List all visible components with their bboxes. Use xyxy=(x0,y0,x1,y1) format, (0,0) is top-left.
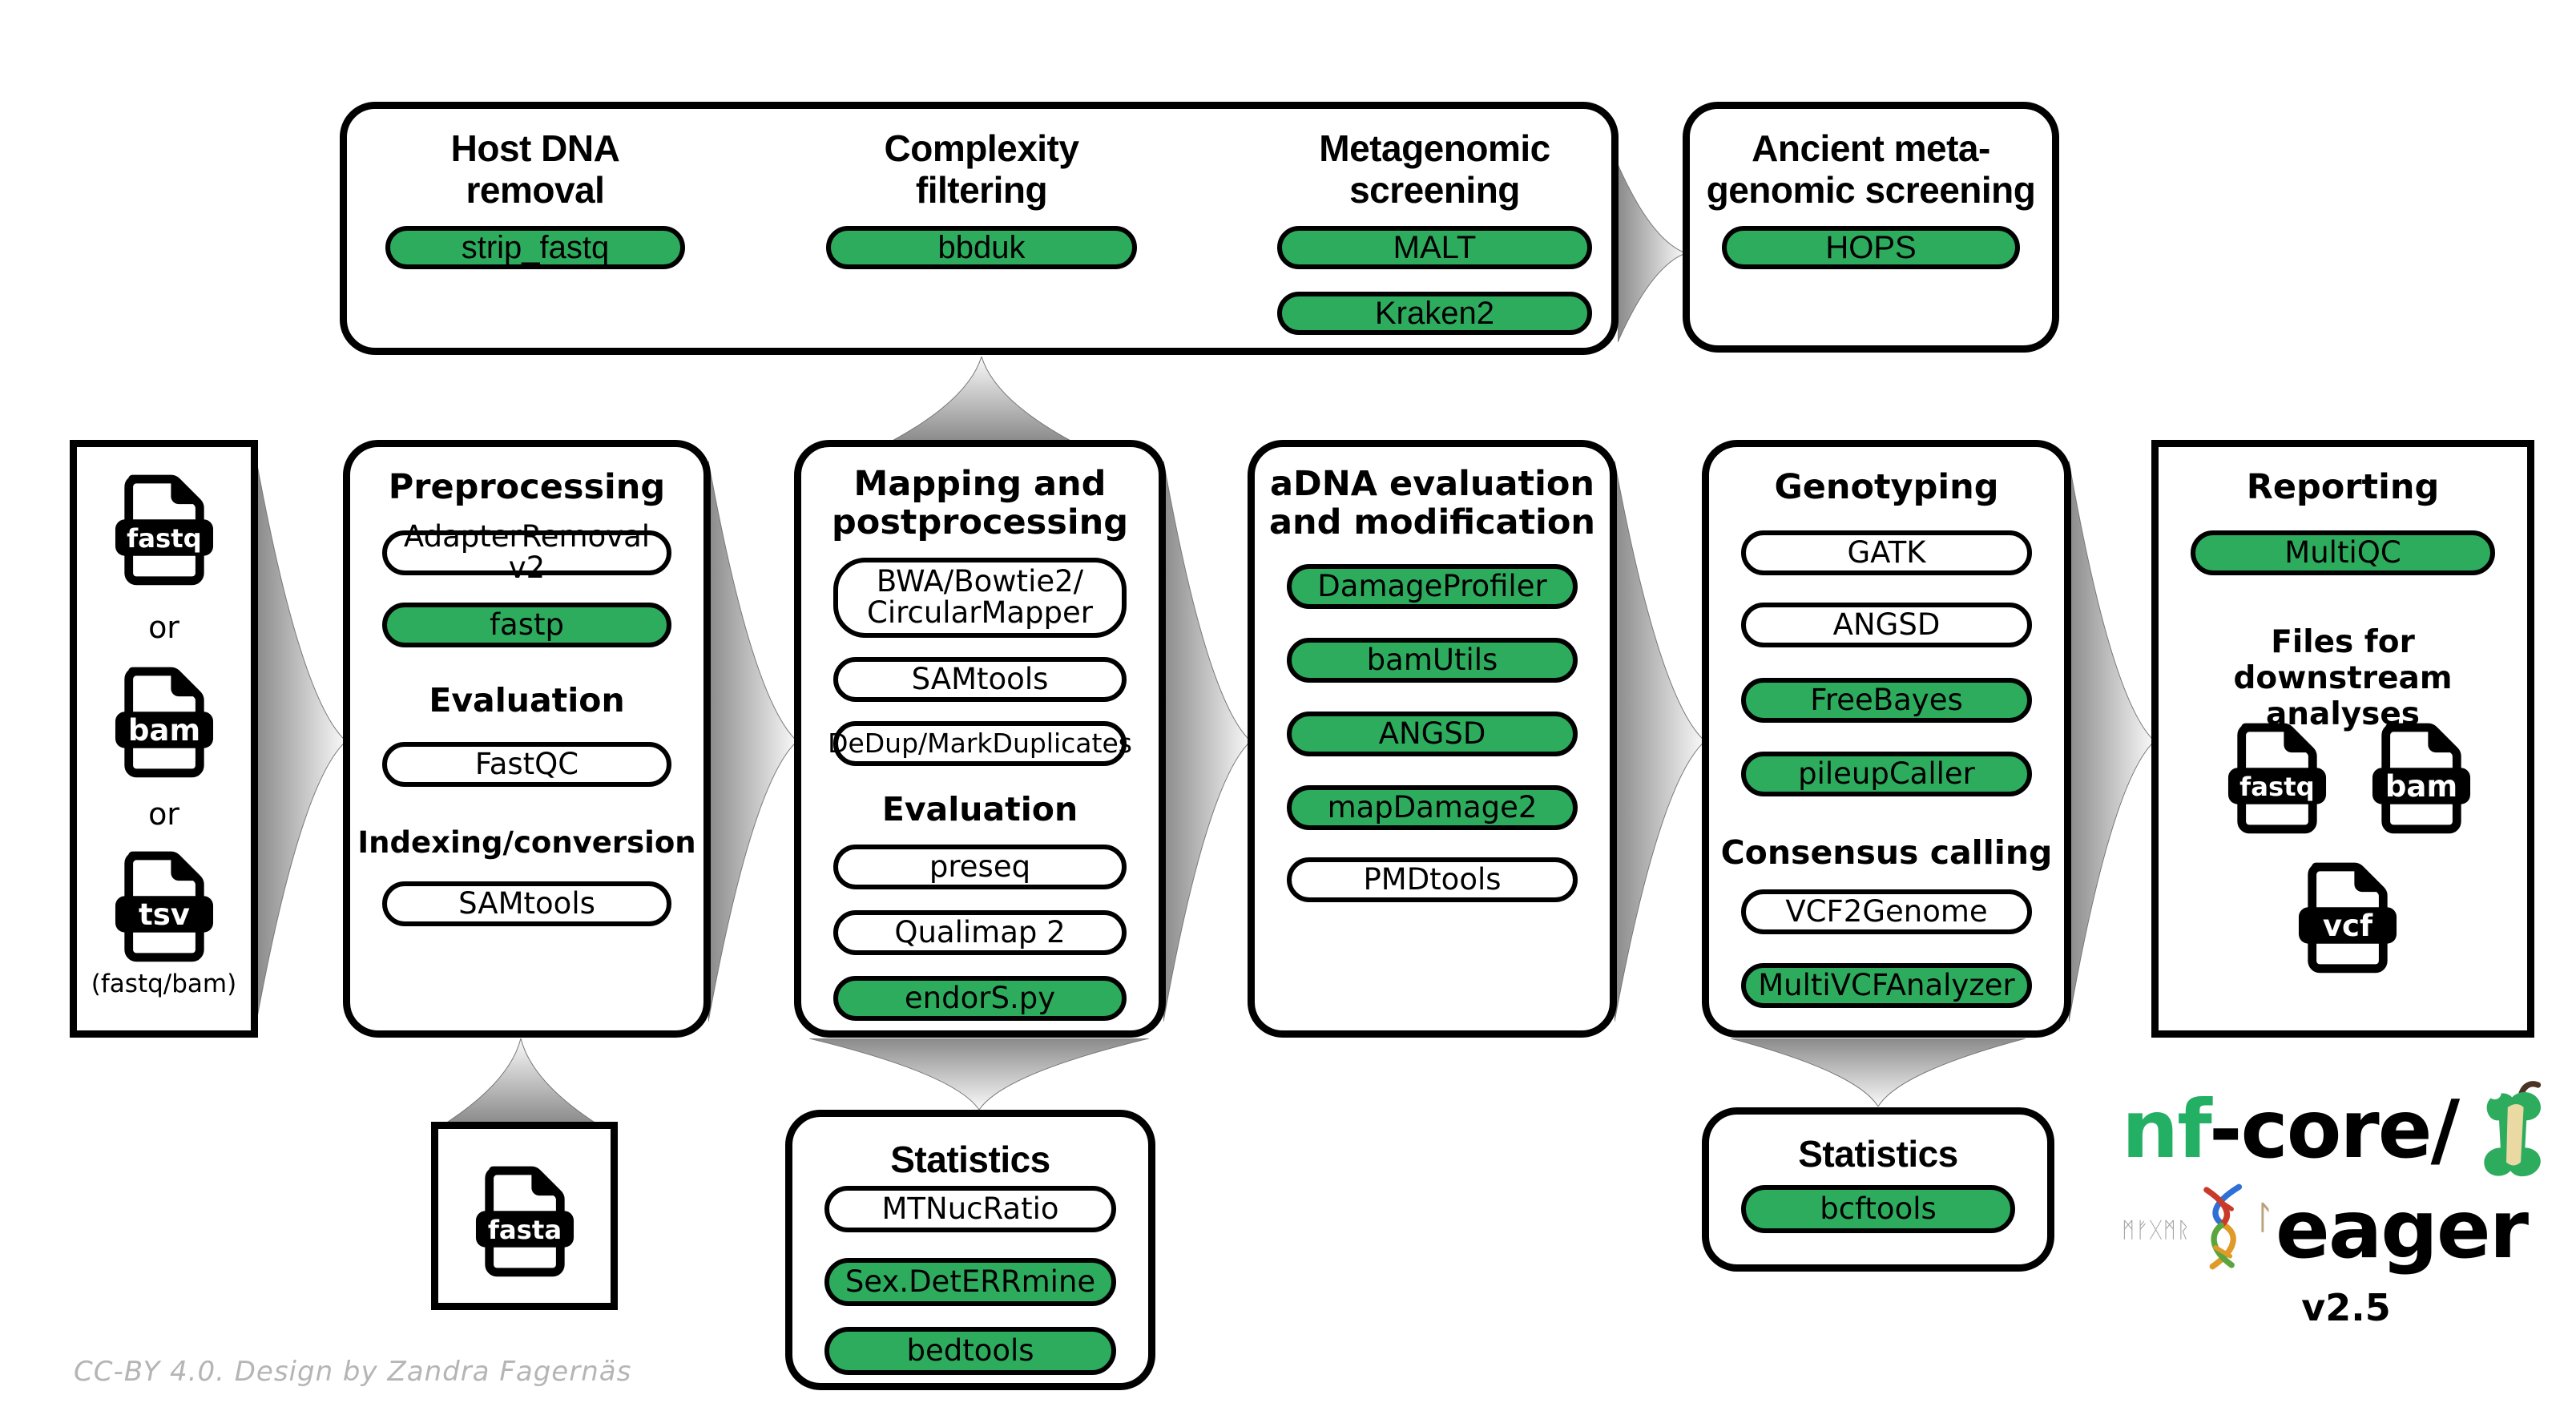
input-files-panel: fastq or bam or tsv (fastq/bam) xyxy=(70,440,258,1038)
host-dna-removal-title: Host DNA removal xyxy=(450,127,620,211)
tool-pill-pmdtools: PMDtools xyxy=(1287,857,1578,902)
tool-pill-vcf2genome: VCF2Genome xyxy=(1741,889,2032,934)
arrow-mapping-to-adna xyxy=(1163,461,1251,1022)
tool-pill-mapdamage2: mapDamage2 xyxy=(1287,785,1578,830)
metagenomic-screening-column: Metagenomic screening MALT Kraken2 xyxy=(1272,109,1597,348)
dna-helix-icon xyxy=(2203,1183,2243,1270)
tool-pill-endors-py: endorS.py xyxy=(833,976,1127,1021)
statistics-title: Statistics xyxy=(1798,1133,1958,1175)
input-format-caption: (fastq/bam) xyxy=(91,970,237,998)
ancient-screening-panel: Ancient meta- genomic screening HOPS xyxy=(1683,102,2059,353)
arrow-adna-to-genotyping xyxy=(1615,461,1705,1022)
tool-pill-fastqc: FastQC xyxy=(382,742,671,787)
license-credit: CC-BY 4.0. Design by Zandra Fagernäs xyxy=(74,1356,632,1388)
arrow-input-to-preprocessing xyxy=(256,461,346,1022)
arrow-genotyping-to-reporting xyxy=(2069,461,2155,1022)
bam-file-icon: bam xyxy=(2372,723,2471,834)
version-label: v2.5 xyxy=(2301,1286,2391,1329)
preprocessing-panel: Preprocessing AdapterRemoval v2 fastp Ev… xyxy=(343,440,711,1038)
tool-pill-multivcfanalyzer: MultiVCFAnalyzer xyxy=(1741,963,2032,1008)
tool-pill-sex-deterrmine: Sex.DetERRmine xyxy=(824,1258,1116,1306)
arrow-genotyping-to-statistics xyxy=(1731,1038,2026,1107)
statistics-genotyping-panel: Statistics bcftools xyxy=(1702,1107,2054,1272)
fasta-file-icon: fasta xyxy=(475,1166,574,1277)
tool-pill-hops: HOPS xyxy=(1722,226,2020,269)
svg-text:tsv: tsv xyxy=(139,897,190,932)
svg-text:fastq: fastq xyxy=(127,523,202,554)
downstream-files-heading: Files for downstream analyses xyxy=(2233,624,2453,732)
tool-pill-bcftools: bcftools xyxy=(1741,1185,2015,1233)
tool-pill-bamutils: bamUtils xyxy=(1287,638,1578,683)
vcf-file-icon: vcf xyxy=(2298,862,2397,974)
indexing-conversion-heading: Indexing/conversion xyxy=(357,825,696,860)
tool-pill-samtools: SAMtools xyxy=(382,881,671,926)
screening-panel: Host DNA removal strip_fastq Complexity … xyxy=(340,102,1619,355)
svg-text:vcf: vcf xyxy=(2323,909,2373,943)
mapping-title: Mapping and postprocessing xyxy=(832,464,1128,543)
fastq-file-icon: fastq xyxy=(2227,723,2327,834)
tool-pill-dedup-markduplicates: DeDup/MarkDuplicates xyxy=(828,721,1132,766)
arrow-mapping-to-screening xyxy=(891,357,1072,441)
tool-pill-damageprofiler: DamageProfiler xyxy=(1287,564,1578,609)
tool-pill-freebayes: FreeBayes xyxy=(1741,678,2032,723)
or-separator: or xyxy=(148,796,179,832)
mapping-panel: Mapping and postprocessing BWA/Bowtie2/ … xyxy=(794,440,1166,1038)
apple-core-icon xyxy=(2469,1081,2558,1177)
complexity-filtering-title: Complexity filtering xyxy=(884,127,1079,211)
nf-core-eager-logo: nf-core/ ᛗᚠᚷᛗᚱ ᛚ eager v2.5 xyxy=(2122,1081,2570,1329)
statistics-title: Statistics xyxy=(890,1139,1050,1180)
tool-pill-pileupcaller: pileupCaller xyxy=(1741,752,2032,796)
brand-wordmark: nf-core/ xyxy=(2122,1082,2460,1176)
tool-pill-fastp: fastp xyxy=(382,603,671,647)
adna-panel: aDNA evaluation and modification DamageP… xyxy=(1248,440,1617,1038)
tool-pill-gatk: GATK xyxy=(1741,530,2032,575)
svg-text:bam: bam xyxy=(128,713,200,748)
tool-pill-adapterremoval: AdapterRemoval v2 xyxy=(382,521,671,583)
arrow-mapping-to-statistics xyxy=(809,1038,1149,1110)
ancient-screening-title: Ancient meta- genomic screening xyxy=(1706,127,2036,211)
arrow-screening-to-ancient xyxy=(1618,164,1686,342)
tool-pill-strip-fastq: strip_fastq xyxy=(385,226,685,269)
tool-pill-kraken2: Kraken2 xyxy=(1277,292,1592,335)
tool-pill-angsd: ANGSD xyxy=(1741,603,2032,647)
reporting-title: Reporting xyxy=(2246,467,2440,507)
reporting-panel: Reporting MultiQC Files for downstream a… xyxy=(2151,440,2534,1038)
fasta-reference-panel: fasta xyxy=(431,1122,618,1310)
tool-pill-bedtools: bedtools xyxy=(824,1327,1116,1375)
logo-line-2: ᛗᚠᚷᛗᚱ ᛚ eager xyxy=(2122,1182,2570,1278)
tool-pill-preseq: preseq xyxy=(833,845,1127,889)
evaluation-heading: Evaluation xyxy=(429,681,625,720)
complexity-filtering-column: Complexity filtering bbduk xyxy=(821,109,1142,348)
bam-file-icon: bam xyxy=(115,667,214,778)
statistics-mapping-panel: Statistics MTNucRatio Sex.DetERRmine bed… xyxy=(785,1110,1155,1390)
tool-pill-qualimap2: Qualimap 2 xyxy=(833,910,1127,955)
tool-pill-bwa-bowtie2-circularmapper: BWA/Bowtie2/ CircularMapper xyxy=(833,558,1127,638)
fastq-file-icon: fastq xyxy=(115,474,214,586)
evaluation-heading: Evaluation xyxy=(881,790,1078,828)
tool-pill-samtools: SAMtools xyxy=(833,657,1127,702)
rune-l-glyph: ᛚ xyxy=(2255,1199,2274,1236)
genotyping-panel: Genotyping GATK ANGSD FreeBayes pileupCa… xyxy=(1702,440,2071,1038)
consensus-calling-heading: Consensus calling xyxy=(1720,833,2053,872)
tool-pill-malt: MALT xyxy=(1277,226,1592,269)
svg-text:fasta: fasta xyxy=(488,1215,562,1245)
preprocessing-title: Preprocessing xyxy=(388,467,666,507)
svg-text:fastq: fastq xyxy=(2239,772,2315,802)
tool-pill-angsd: ANGSD xyxy=(1287,712,1578,756)
tsv-file-icon: tsv xyxy=(115,851,214,962)
logo-line-1: nf-core/ xyxy=(2122,1081,2570,1187)
tool-pill-bbduk: bbduk xyxy=(826,226,1137,269)
genotyping-title: Genotyping xyxy=(1774,467,1999,507)
adna-title: aDNA evaluation and modification xyxy=(1268,464,1596,543)
or-separator: or xyxy=(148,610,179,645)
svg-text:bam: bam xyxy=(2385,769,2457,804)
tool-pill-mtnucratio: MTNucRatio xyxy=(824,1186,1116,1232)
brand-name: eager xyxy=(2276,1183,2529,1276)
runes-text: ᛗᚠᚷᛗᚱ xyxy=(2122,1217,2191,1243)
tool-pill-multiqc: MultiQC xyxy=(2191,530,2495,575)
arrow-fasta-to-preprocessing xyxy=(445,1038,596,1123)
host-dna-removal-column: Host DNA removal strip_fastq xyxy=(381,109,690,348)
metagenomic-screening-title: Metagenomic screening xyxy=(1319,127,1550,211)
arrow-preprocessing-to-mapping xyxy=(708,461,797,1022)
